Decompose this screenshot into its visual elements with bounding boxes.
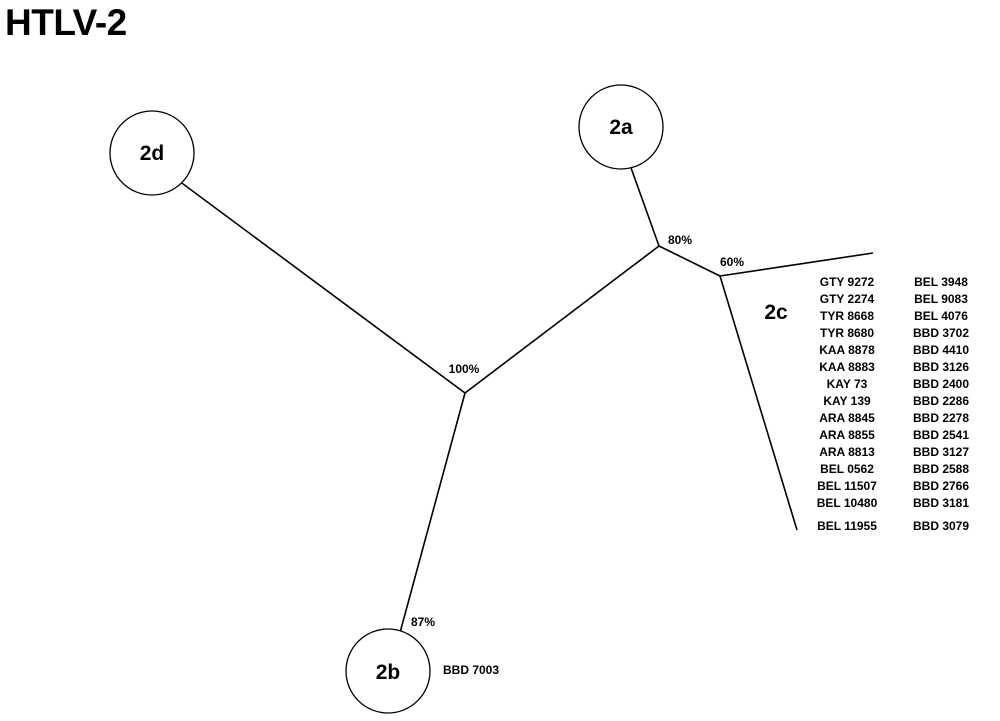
- isolate-2c-left: BEL 10480: [817, 496, 878, 510]
- clade-2a: 2a: [578, 84, 664, 170]
- isolate-2c-right: BBD 2541: [913, 428, 969, 442]
- isolate-2c-right: BBD 2766: [913, 479, 969, 493]
- isolate-2c-right: BBD 2286: [913, 394, 969, 408]
- isolate-2c-left: KAA 8878: [819, 343, 875, 357]
- isolate-2c-left: GTY 9272: [820, 275, 875, 289]
- branch-2c-upper: [719, 252, 874, 277]
- isolate-2c-left: BEL 11507: [817, 479, 877, 493]
- isolate-2c-right: BBD 3702: [913, 326, 969, 340]
- isolate-2c-left: TYR 8680: [820, 326, 874, 340]
- clade-2d-label: 2d: [140, 142, 165, 165]
- clade-2a-label: 2a: [609, 116, 633, 139]
- isolate-2c-left: ARA 8855: [819, 428, 875, 442]
- isolate-2c-right: BBD 2400: [913, 377, 969, 391]
- isolates-2c-left-column: GTY 9272 GTY 2274 TYR 8668 TYR 8680 KAA …: [817, 275, 878, 533]
- branch-node-to-2c: [658, 245, 721, 277]
- bootstrap-root: 100%: [449, 362, 480, 376]
- branch-node-to-2a: [629, 164, 660, 247]
- clade-2a-circle: [578, 84, 664, 170]
- isolate-2c-left: TYR 8668: [820, 309, 874, 323]
- isolate-2c-left: KAY 139: [823, 394, 871, 408]
- clade-2b-label: 2b: [376, 661, 401, 684]
- isolate-2c-right: BBD 3079: [913, 519, 969, 533]
- bootstrap-node-2b: 87%: [411, 615, 435, 629]
- bootstrap-node-2c: 60%: [720, 255, 744, 269]
- clade-2b-circle: [345, 628, 431, 714]
- isolate-2c-right: BBD 2588: [913, 462, 969, 476]
- isolate-2c-left: KAY 73: [827, 377, 868, 391]
- branch-2c-lower: [719, 275, 798, 531]
- isolate-2c-left: BEL 0562: [820, 462, 874, 476]
- isolate-2c-left: KAA 8883: [819, 360, 875, 374]
- clade-2b: 2b: [345, 628, 431, 714]
- isolate-2c-left: ARA 8813: [819, 445, 875, 459]
- isolate-2c-right: BEL 3948: [914, 275, 968, 289]
- clade-2d: 2d: [109, 110, 195, 196]
- branch-root-to-2d: [174, 177, 466, 394]
- isolate-2c-right: BEL 9083: [914, 292, 968, 306]
- clade-2d-circle: [109, 110, 195, 196]
- figure-title: HTLV-2: [5, 2, 127, 43]
- isolate-2c-right: BBD 3127: [913, 445, 969, 459]
- bootstrap-node-2a-2c: 80%: [668, 233, 692, 247]
- isolate-2b: BBD 7003: [443, 663, 499, 677]
- isolate-2c-right: BEL 4076: [914, 309, 968, 323]
- isolate-2c-right: BBD 3181: [913, 496, 969, 510]
- isolate-2c-right: BBD 2278: [913, 411, 969, 425]
- isolate-2c-right: BBD 3126: [913, 360, 969, 374]
- branch-root-to-2b: [397, 392, 466, 641]
- isolate-2c-left: GTY 2274: [820, 292, 875, 306]
- isolates-2c-right-column: BEL 3948 BEL 9083 BEL 4076 BBD 3702 BBD …: [913, 275, 969, 533]
- isolate-2c-left: ARA 8845: [819, 411, 875, 425]
- branch-root-to-node-2a-2c: [464, 245, 660, 394]
- clade-2c-label: 2c: [764, 301, 788, 324]
- isolate-2c-left: BEL 11955: [817, 519, 877, 533]
- isolate-2c-right: BBD 4410: [913, 343, 969, 357]
